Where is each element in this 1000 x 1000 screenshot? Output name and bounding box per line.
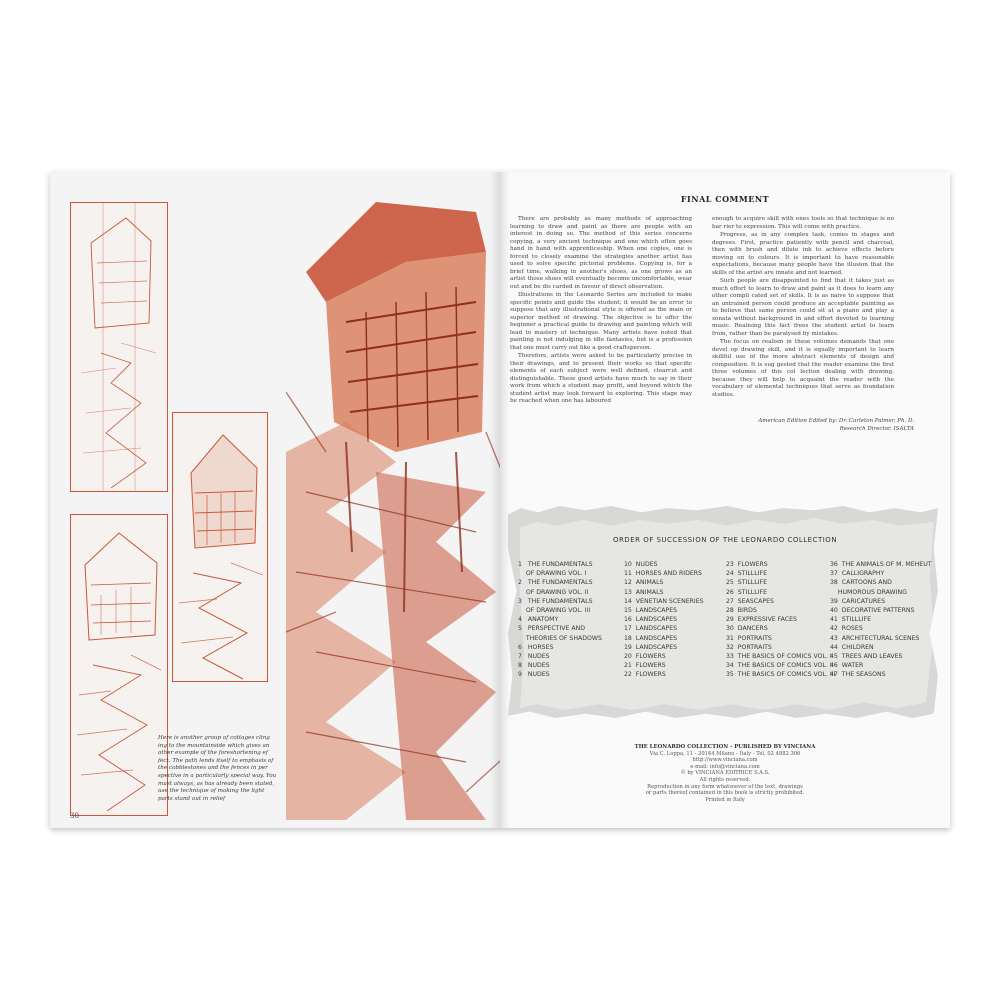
reproduction-notice-1: Reproduction in any form whatsoever of t… [647,783,803,790]
editor-credit-role: Research Director, ISALTA [839,425,914,432]
left-page: Here is another group of cottages cling … [50,172,500,828]
cottage-sketch-stage-3 [178,434,264,680]
cottage-sketch-stage-1 [80,203,157,491]
final-comment-title: FINAL COMMENT [680,194,770,204]
collection-list-col-1: 1 THE FUNDAMENTALS OF DRAWING VOL. I 2 T… [518,561,602,679]
publisher-heading: THE LEONARDO COLLECTION - PUBLISHED BY V… [634,744,816,750]
editor-credit: American Edition Edited by: Dr. Carleton… [758,418,914,433]
sketch-frame-3 [172,412,268,682]
comment-paragraph: Such people are disappointed to find tha… [712,278,894,337]
cottage-sketch-stage-2 [76,532,162,812]
collection-list-col-2: 10 NUDES 11 HORSES AND RIDERS 12 ANIMALS… [624,561,704,679]
publisher-info: THE LEONARDO COLLECTION - PUBLISHED BY V… [500,744,950,803]
comment-paragraph: Illustrations in the Leonardo Series are… [510,292,692,351]
comment-paragraph: The focus on realism in these volumes de… [712,339,894,398]
sketch-frame-2 [70,514,168,816]
publisher-website: http://www.vinciana.com [692,757,758,764]
right-page: FINAL COMMENT There are probably as many… [500,172,950,828]
collection-list-col-3: 23 FLOWERS 24 STILLLIFE 25 STILLLIFE 26 … [726,561,836,679]
collection-order-title: ORDER OF SUCCESSION OF THE LEONARDO COLL… [612,536,838,544]
book-gutter [490,172,510,828]
page-number: 30 [70,812,79,820]
drawing-caption: Here is another group of cottages cling … [158,735,277,802]
publisher-address: Via C. Loppa, 11 - 20144 Milano - Italy … [649,750,801,757]
comment-paragraph: Therefore, artists were asked to be part… [510,353,692,404]
main-cottage-drawing [286,192,500,820]
comment-column-right: enough to acquire skill with ones tools … [712,216,894,400]
printed-in: Printed in Italy [705,796,745,803]
sketch-frame-1 [70,202,168,492]
rights-line: All rights reserved. [699,776,751,783]
comment-paragraph: There are probably as many methods of ap… [510,216,692,290]
publisher-email: e-mail: info@vinciana.com [690,763,760,770]
collection-list-col-4: 36 THE ANIMALS OF M. MEHEUT 37 CALLIGRAP… [830,561,932,679]
reproduction-notice-2: or parts thereof contained in this book … [645,790,805,797]
copyright-line: © by VINCIANA EDITRICE S.A.S. [680,770,770,777]
comment-column-left: There are probably as many methods of ap… [510,216,692,407]
comment-paragraph: Progress, as in any complex task, comes … [712,232,894,276]
cottage-drawing-final [286,202,500,820]
open-book-spread: Here is another group of cottages cling … [50,172,950,828]
torn-paper-panel [508,506,938,718]
editor-credit-name: American Edition Edited by: Dr. Carleton… [758,418,914,424]
comment-paragraph: enough to acquire skill with ones tools … [712,216,894,230]
torn-paper-inner [520,518,934,710]
